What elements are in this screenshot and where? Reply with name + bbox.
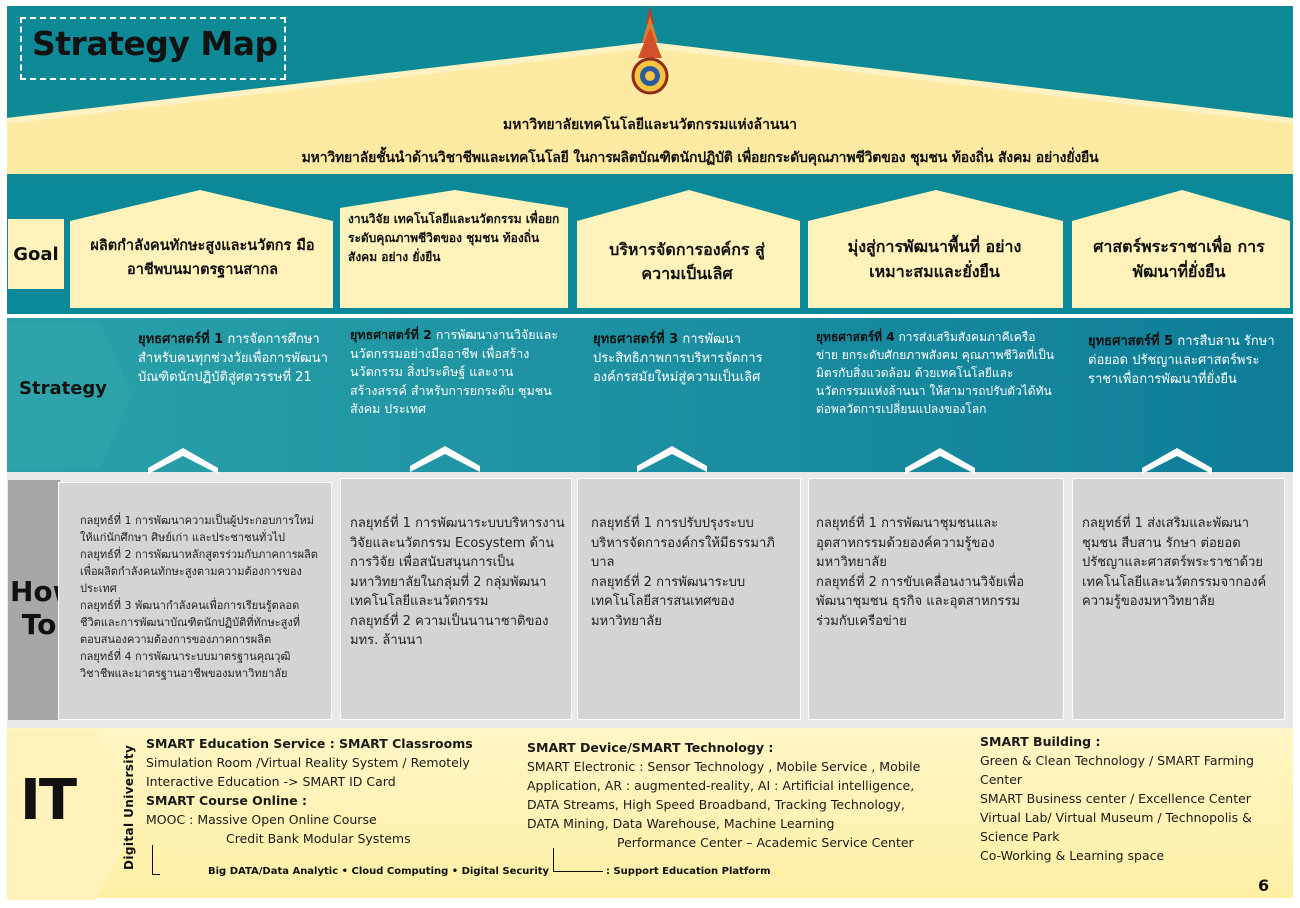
howto-box-1 xyxy=(58,482,332,720)
strategy-1: ยุทธศาสตร์ที่ 1 การจัดการศึกษาสำหรับคนทุ… xyxy=(138,330,333,387)
howto-1-item: กลยุทธ์ที่ 2 การพัฒนาหลักสูตรร่วมกับภาคก… xyxy=(80,548,318,595)
howto-label-to: To xyxy=(21,608,57,641)
page-number: 6 xyxy=(1258,876,1270,895)
strategy-label-shape xyxy=(8,322,132,468)
howto-4-item: กลยุทธ์ที่ 2 การขับเคลื่อนงานวิจัยเพื่อพ… xyxy=(816,574,1025,629)
howto-3-item: กลยุทธ์ที่ 2 การพัฒนาระบบเทคโนโลยีสารสนเ… xyxy=(591,574,746,629)
howto-5-item: กลยุทธ์ที่ 1 ส่งเสริมและพัฒนาชุมชน สืบสา… xyxy=(1082,516,1267,609)
goal-shape-5 xyxy=(1072,190,1290,308)
smart-course-heading: SMART Course Online : xyxy=(146,793,307,808)
howto-box-2 xyxy=(340,478,572,720)
goal-4: มุ่งสู่การพัฒนาพื้นที่ อย่างเหมาะสมและยั… xyxy=(847,237,1022,281)
goal-shape-3 xyxy=(577,190,800,308)
it-line: Simulation Room /Virtual Reality System … xyxy=(146,755,470,770)
strategy-2: ยุทธศาสตร์ที่ 2 การพัฒนางานวิจัยและนวัตก… xyxy=(350,326,568,419)
it-line: Credit Bank Modular Systems xyxy=(226,831,411,846)
strategy-row-label: Strategy xyxy=(19,378,108,399)
it-line: Science Park xyxy=(980,829,1060,844)
howto-3-item: กลยุทธ์ที่ 1 การปรับปรุงระบบบริหารจัดการ… xyxy=(591,516,775,570)
howto-box-5 xyxy=(1072,478,1285,720)
roof-banner xyxy=(7,42,1293,174)
strategy-2-text: การพัฒนางานวิจัยและนวัตกรรมอย่างมืออาชีพ… xyxy=(350,327,559,416)
it-line: Center xyxy=(980,772,1023,787)
goal-shape-4 xyxy=(808,190,1063,308)
chevron-up-icon xyxy=(410,446,480,472)
goal-shape-1 xyxy=(70,190,333,308)
it-line: MOOC : Massive Open Online Course xyxy=(146,812,377,827)
bracket-line xyxy=(553,848,603,872)
strategy-4-label: ยุทธศาสตร์ที่ 4 xyxy=(816,330,895,344)
howto-1: กลยุทธ์ที่ 1 การพัฒนาความเป็นผู้ประกอบกา… xyxy=(80,512,320,682)
title-frame xyxy=(20,17,286,80)
it-line: Green & Clean Technology / SMART Farming xyxy=(980,753,1254,768)
it-line: Virtual Lab/ Virtual Museum / Technopoli… xyxy=(980,810,1252,825)
it-column-1: SMART Education Service : SMART Classroo… xyxy=(146,734,516,848)
it-line: Application, AR : augmented-reality, AI … xyxy=(527,778,915,793)
university-name: มหาวิทยาลัยเทคโนโลยีและนวัตกรรมแห่งล้านน… xyxy=(503,117,797,133)
strategy-3-text: การพัฒนาประสิทธิภาพการบริหารจัดการองค์กร… xyxy=(593,332,763,385)
howto-box-4 xyxy=(808,478,1064,720)
it-footer-1: Big DATA/Data Analytic • Cloud Computing… xyxy=(208,866,550,877)
strategy-1-label: ยุทธศาสตร์ที่ 1 xyxy=(138,332,224,347)
strategy-3: ยุทธศาสตร์ที่ 3 การพัฒนาประสิทธิภาพการบร… xyxy=(593,330,793,387)
it-line: Co-Working & Learning space xyxy=(980,848,1165,863)
page-title: Strategy Map xyxy=(32,24,278,63)
howto-1-item: กลยุทธ์ที่ 3 พัฒนากำลังคนเพื่อการเรียนรู… xyxy=(80,599,300,646)
howto-3: กลยุทธ์ที่ 1 การปรับปรุงระบบบริหารจัดการ… xyxy=(591,514,791,631)
howto-4: กลยุทธ์ที่ 1 การพัฒนาชุมชนและอุตสาหกรรมด… xyxy=(816,514,1036,631)
strategy-4: ยุทธศาสตร์ที่ 4 การส่งเสริมสังคมภาคีเครื… xyxy=(816,328,1056,418)
chevron-up-icon xyxy=(905,448,975,474)
it-row-label: IT xyxy=(20,768,77,833)
goal-2: งานวิจัย เทคโนโลยีและนวัตกรรม เพื่อยกระด… xyxy=(348,212,560,264)
it-column-3: SMART Building : Green & Clean Technolog… xyxy=(980,732,1285,865)
it-line: SMART Business center / Excellence Cente… xyxy=(980,791,1251,806)
howto-5: กลยุทธ์ที่ 1 ส่งเสริมและพัฒนาชุมชน สืบสา… xyxy=(1082,514,1280,612)
it-column-2: SMART Device/SMART Technology : SMART El… xyxy=(527,738,967,852)
digital-university-label: Digital University xyxy=(122,744,136,870)
howto-4-item: กลยุทธ์ที่ 1 การพัฒนาชุมชนและอุตสาหกรรมด… xyxy=(816,516,999,570)
it-line: SMART Electronic : Sensor Technology , M… xyxy=(527,759,921,774)
howto-1-item: กลยุทธ์ที่ 1 การพัฒนาความเป็นผู้ประกอบกา… xyxy=(80,514,315,544)
howto-2-item: กลยุทธ์ที่ 2 ความเป็นนานาชาติของ มทร. ล้… xyxy=(350,613,549,649)
chevron-up-icon xyxy=(637,446,707,472)
goal-5: ศาสตร์พระราชาเพื่อ การพัฒนาที่ยั่งยืน xyxy=(1093,237,1265,281)
smart-education-heading: SMART Education Service : SMART Classroo… xyxy=(146,736,473,751)
goal-shape-2 xyxy=(340,190,568,308)
bracket-line xyxy=(152,845,160,875)
howto-2: กลยุทธ์ที่ 1 การพัฒนาระบบบริหารงานวิจัยแ… xyxy=(350,514,565,651)
strategy-4-text: การส่งเสริมสังคมภาคีเครือข่าย ยกระดับศัก… xyxy=(816,330,1055,416)
chevron-up-icon xyxy=(1142,448,1212,474)
strategy-2-label: ยุทธศาสตร์ที่ 2 xyxy=(350,327,432,342)
smart-device-heading: SMART Device/SMART Technology : xyxy=(527,740,774,755)
goal-3: บริหารจัดการองค์กร สู่ความเป็นเลิศ xyxy=(609,240,765,283)
vision-statement: มหาวิทยาลัยชั้นนำด้านวิชาชีพและเทคโนโลยี… xyxy=(301,150,1099,166)
it-line: DATA Streams, High Speed Broadband, Trac… xyxy=(527,797,905,812)
smart-building-heading: SMART Building : xyxy=(980,734,1101,749)
strategy-5-label: ยุทธศาสตร์ที่ 5 xyxy=(1088,334,1174,349)
strategy-row-background xyxy=(7,318,1293,472)
it-footer-2: : Support Education Platform xyxy=(606,866,771,877)
university-seal-icon xyxy=(631,6,669,95)
strategy-5-text: การสืบสาน รักษา ต่อยอด ปรัชญาและศาสตร์พร… xyxy=(1088,334,1275,387)
strategy-1-text: การจัดการศึกษาสำหรับคนทุกช่วงวัยเพื่อการ… xyxy=(138,332,328,385)
it-label-shape xyxy=(7,730,140,900)
it-line: Interactive Education -> SMART ID Card xyxy=(146,774,396,789)
goal-row-label: Goal xyxy=(8,219,64,289)
it-row-background xyxy=(7,728,1293,898)
chevron-up-icon xyxy=(148,448,218,474)
it-line: DATA Mining, Data Warehouse, Machine Lea… xyxy=(527,816,835,831)
howto-2-item: กลยุทธ์ที่ 1 การพัฒนาระบบบริหารงานวิจัยแ… xyxy=(350,516,565,609)
howto-1-item: กลยุทธ์ที่ 4 การพัฒนาระบบมาตรฐานคุณวุฒิว… xyxy=(80,650,291,680)
strategy-3-label: ยุทธศาสตร์ที่ 3 xyxy=(593,332,679,347)
it-line: Performance Center – Academic Service Ce… xyxy=(617,835,914,850)
strategy-5: ยุทธศาสตร์ที่ 5 การสืบสาน รักษา ต่อยอด ป… xyxy=(1088,332,1280,389)
howto-box-3 xyxy=(577,478,801,720)
goal-1: ผลิตกำลังคนทักษะสูงและนวัตกร มืออาชีพบนม… xyxy=(90,238,315,278)
